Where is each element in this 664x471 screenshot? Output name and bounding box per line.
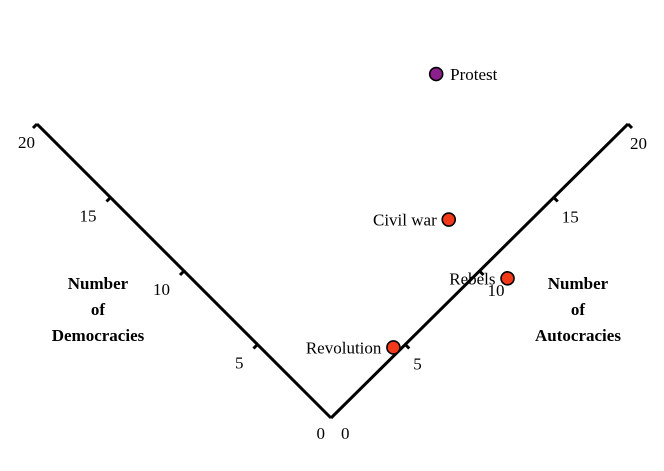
democracy-tick-label: 15 (80, 207, 97, 226)
democracy-tick-label: 5 (235, 354, 244, 373)
autocracy-axis-title-line: of (571, 300, 586, 319)
democracy-axis-tick (105, 196, 112, 203)
data-point-label: Rebels (449, 269, 495, 288)
autocracy-axis-tick (404, 343, 411, 350)
autocracy-tick-label: 0 (341, 424, 350, 443)
democracy-tick-label: 10 (153, 280, 170, 299)
autocracy-axis-tick (478, 269, 485, 277)
autocracy-axis-tick (552, 196, 559, 203)
autocracy-axis-title-line: Autocracies (535, 326, 621, 345)
democracy-axis-title-line: of (91, 300, 106, 319)
data-point (386, 340, 401, 355)
autocracy-tick-label: 15 (562, 208, 579, 227)
democracy-axis-title-line: Number (68, 274, 129, 293)
democracy-tick-label: 0 (317, 424, 326, 443)
democracy-axis-tick (178, 269, 186, 277)
data-point-label: Revolution (306, 338, 382, 357)
democracy-axis-tick (252, 343, 259, 350)
data-point-label: Protest (450, 65, 498, 84)
democracy-axis-title-line: Democracies (52, 326, 145, 345)
axes-layer: 0 5 10 15 20 0 5 10 15 20 (18, 122, 647, 443)
autocracy-tick-label: 10 (488, 281, 505, 300)
autocracy-axis-tick (626, 122, 634, 130)
data-point (441, 212, 457, 227)
data-point-label: Civil war (373, 211, 437, 230)
autocracy-tick-label: 20 (630, 134, 647, 153)
autocracy-axis-title-line: Number (548, 274, 609, 293)
data-point (500, 271, 515, 286)
data-point (428, 66, 444, 82)
democracy-tick-label: 20 (18, 133, 35, 152)
democracy-axis-tick (31, 122, 39, 130)
autocracy-tick-label: 5 (413, 355, 422, 374)
points-layer: Step downRevoltLoss of authorityProtestR… (306, 65, 515, 357)
